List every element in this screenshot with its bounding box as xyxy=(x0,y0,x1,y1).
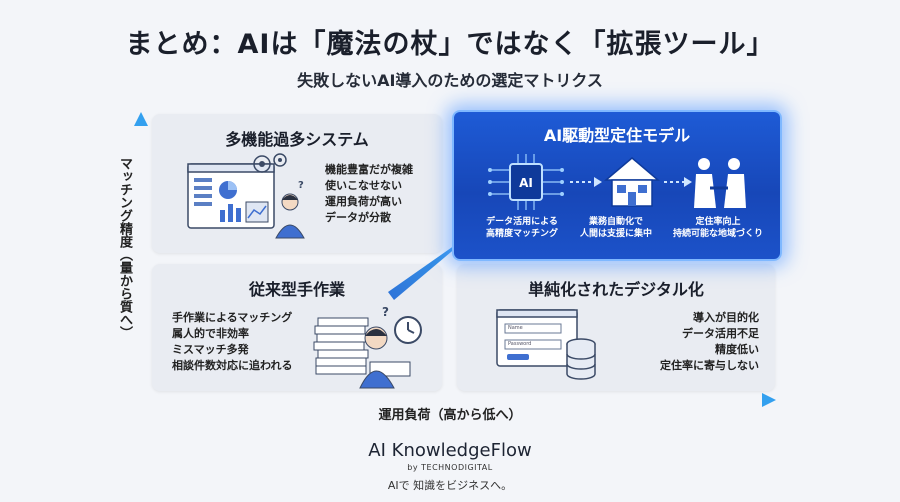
point-text: 手作業によるマッチング xyxy=(172,311,293,324)
ai-chip-label: AI xyxy=(519,176,533,190)
x-axis-arrowhead xyxy=(762,393,776,407)
feature-line: データ活用による xyxy=(486,217,558,227)
point-text: 使いこなせない xyxy=(325,179,402,192)
feature-line: 人間は支援に集中 xyxy=(579,229,652,239)
svg-text:?: ? xyxy=(382,305,389,319)
page-subtitle: 失敗しないAI導入のための選定マトリクス xyxy=(297,71,603,90)
feature-retention: 定住率向上 持続可能な地域づくり xyxy=(664,216,772,240)
point-text: ミスマッチ多発 xyxy=(172,343,249,356)
brand-tagline: AIで 知識をビジネスへ。 xyxy=(387,479,513,492)
feature-line: 持続可能な地域づくり xyxy=(672,229,763,239)
quadrant-title: AI駆動型定住モデル xyxy=(543,126,691,145)
brand-byline: by TECHNODIGITAL xyxy=(407,463,493,472)
manual-points: 手作業によるマッチング 属人的で非効率 ミスマッチ多発 相談件数対応に追われる xyxy=(172,310,292,374)
ai-flow-illustration: AI xyxy=(488,154,746,210)
form-field-label-password: Password xyxy=(508,341,532,347)
feature-data-matching: データ活用による 高精度マッチング xyxy=(472,216,572,240)
quadrant-title: 多機能過多システム xyxy=(225,130,369,149)
quadrant-manual: 従来型手作業 手作業によるマッチング 属人的で非効率 ミスマッチ多発 相談件数対… xyxy=(152,264,442,391)
feature-automation: 業務自動化で 人間は支援に集中 xyxy=(566,216,666,240)
point-text: 導入が目的化 xyxy=(693,311,759,324)
quadrant-ai-model: AI駆動型定住モデル AI データ活用による 高精度マッチング xyxy=(452,110,782,261)
feature-line: 高精度マッチング xyxy=(485,229,558,239)
x-axis-label: 運用負荷（高から低へ） xyxy=(378,408,522,423)
feature-line: 定住率向上 xyxy=(695,217,741,227)
brand-logo-text: AI KnowledgeFlow xyxy=(368,440,532,461)
point-text: 属人的で非効率 xyxy=(172,327,249,340)
point-text: 定住率に寄与しない xyxy=(660,359,759,372)
quadrant-title: 従来型手作業 xyxy=(248,280,345,299)
point-text: データ活用不足 xyxy=(682,327,759,340)
feature-line: 業務自動化で xyxy=(588,217,643,227)
form-field-label-name: Name xyxy=(508,325,523,331)
svg-text:?: ? xyxy=(298,180,304,191)
point-text: 機能豊富だが複雑 xyxy=(325,163,413,176)
paperwork-stress-illustration: ? xyxy=(313,305,422,389)
page-title: まとめ：AIは「魔法の杖」ではなく「拡張ツール」 xyxy=(125,29,775,60)
point-text: データが分散 xyxy=(325,211,391,224)
y-axis-arrowhead xyxy=(134,112,148,126)
dashboard-illustration: ? xyxy=(187,153,305,239)
multifunction-points: 機能豊富だが複雑 使いこなせない 運用負荷が高い データが分散 xyxy=(325,162,413,226)
quadrant-multifunction: 多機能過多システム ? 機能豊富だが複雑 使いこなせない 運用負荷が高い データ… xyxy=(152,114,442,253)
y-axis-label: マッチング精度（量から質へ） xyxy=(117,157,132,339)
simple-digital-points: 導入が目的化 データ活用不足 精度低い 定住率に寄与しない xyxy=(660,310,759,374)
point-text: 相談件数対応に追われる xyxy=(172,359,293,372)
point-text: 精度低い xyxy=(715,343,759,356)
point-text: 運用負荷が高い xyxy=(325,195,402,208)
form-database-illustration xyxy=(496,309,596,380)
quadrant-title: 単純化されたデジタル化 xyxy=(528,280,704,299)
quadrant-simple-digital: 単純化されたデジタル化 Name Password 導入が目的化 データ活用不足… xyxy=(457,264,775,391)
